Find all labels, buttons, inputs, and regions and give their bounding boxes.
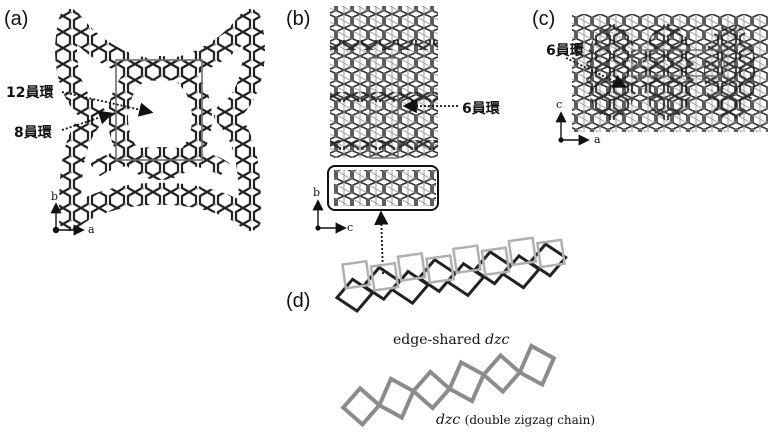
dzc-chain xyxy=(340,343,557,428)
caption-dzc-expansion: (double zigzag chain) xyxy=(464,413,596,427)
caption-dzc: dzc (double zigzag chain) xyxy=(436,412,595,428)
arrow-8ring xyxy=(61,110,114,131)
panel-b-framework xyxy=(327,6,439,211)
axis-label-c-c: c xyxy=(556,98,563,111)
ring-label-6-b: 6員環 xyxy=(462,101,500,117)
panel-label-b: (b) xyxy=(286,8,311,30)
caption-edge-shared-prefix: edge-shared xyxy=(393,332,486,348)
axis-indicator-c xyxy=(555,111,590,146)
axis-indicator-b xyxy=(312,199,347,234)
ring-label-8: 8員環 xyxy=(14,125,52,141)
caption-edge-shared-dzc: edge-shared dzc xyxy=(393,332,509,348)
panel-label-a: (a) xyxy=(4,8,29,30)
ring-label-12: 12員環 xyxy=(6,85,54,101)
caption-dzc-term: dzc xyxy=(436,412,461,428)
axis-label-c-a: a xyxy=(594,133,601,146)
edge-shared-dzc-chain xyxy=(334,236,568,313)
panel-label-c: (c) xyxy=(532,8,556,30)
axis-indicator-a xyxy=(50,202,85,236)
panel-label-d: (d) xyxy=(286,290,311,312)
axis-label-a-b: b xyxy=(51,190,59,203)
panel-a-framework xyxy=(55,9,265,231)
caption-edge-shared-dzc-term: dzc xyxy=(485,332,510,348)
axis-label-a-a: a xyxy=(88,223,95,236)
panel-c-framework xyxy=(572,14,768,132)
axis-label-b-c: c xyxy=(347,221,354,234)
ring-label-6-c: 6員環 xyxy=(546,43,584,59)
axis-label-b-b: b xyxy=(313,186,321,199)
arrow-12ring xyxy=(61,91,154,117)
arrow-6ring-c xyxy=(565,57,628,88)
